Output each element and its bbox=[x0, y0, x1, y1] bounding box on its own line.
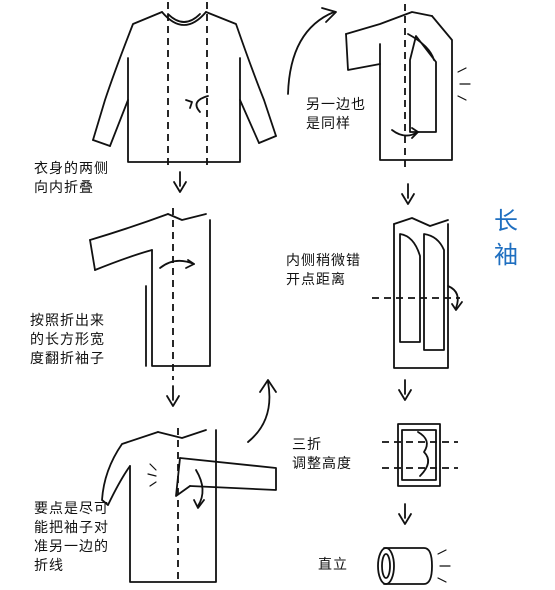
caption-line: 另一边也 bbox=[306, 97, 366, 113]
step-arrow-down bbox=[401, 183, 415, 205]
caption-line: 开点距离 bbox=[286, 272, 346, 288]
page-title: 长 袖 bbox=[492, 204, 520, 272]
shirt-full-drawing bbox=[92, 11, 277, 163]
caption-line: 准另一边的 bbox=[34, 539, 109, 555]
shirt-offset-drawing bbox=[393, 217, 463, 369]
step-1-caption: 衣身的两侧 向内折叠 bbox=[34, 160, 109, 198]
step-7-caption: 直立 bbox=[318, 556, 348, 575]
step-arrow-down bbox=[398, 379, 412, 401]
emphasis-marks bbox=[147, 463, 157, 487]
curved-transition-arrow bbox=[247, 379, 277, 443]
caption-line: 能把袖子对 bbox=[34, 520, 109, 536]
curved-transition-arrow bbox=[287, 7, 337, 95]
step-arrow-down bbox=[166, 385, 180, 407]
caption-line: 的长方形宽 bbox=[30, 332, 105, 348]
caption-line: 直立 bbox=[318, 557, 348, 573]
step-arrow-down bbox=[173, 171, 187, 193]
title-char-1: 长 bbox=[494, 207, 518, 235]
step-5-caption: 内侧稍微错 开点距离 bbox=[286, 252, 361, 290]
caption-line: 是同样 bbox=[306, 116, 351, 132]
caption-line: 向内折叠 bbox=[34, 180, 94, 196]
emphasis-marks bbox=[457, 67, 471, 101]
caption-line: 按照折出来 bbox=[30, 313, 105, 329]
caption-line: 折线 bbox=[34, 558, 64, 574]
caption-line: 调整高度 bbox=[292, 456, 352, 472]
caption-line: 三折 bbox=[292, 437, 322, 453]
shirt-standing-drawing bbox=[377, 547, 433, 585]
caption-line: 衣身的两侧 bbox=[34, 161, 109, 177]
caption-line: 度翻折袖子 bbox=[30, 351, 105, 367]
shirt-trifold-drawing bbox=[397, 423, 441, 487]
shirt-both-sleeves-drawing bbox=[345, 11, 453, 161]
caption-line: 内侧稍微错 bbox=[286, 253, 361, 269]
shirt-folded-body-drawing bbox=[89, 213, 211, 367]
caption-line: 要点是尽可 bbox=[34, 501, 109, 517]
step-4-caption: 另一边也 是同样 bbox=[306, 96, 366, 134]
title-char-2: 袖 bbox=[494, 241, 518, 269]
emphasis-marks bbox=[437, 549, 451, 583]
step-2-caption: 按照折出来 的长方形宽 度翻折袖子 bbox=[30, 312, 105, 369]
step-6-caption: 三折 调整高度 bbox=[292, 436, 352, 474]
step-arrow-down bbox=[398, 503, 412, 525]
step-3-caption: 要点是尽可 能把袖子对 准另一边的 折线 bbox=[34, 500, 109, 576]
shirt-sleeve-folded-drawing bbox=[101, 429, 277, 583]
